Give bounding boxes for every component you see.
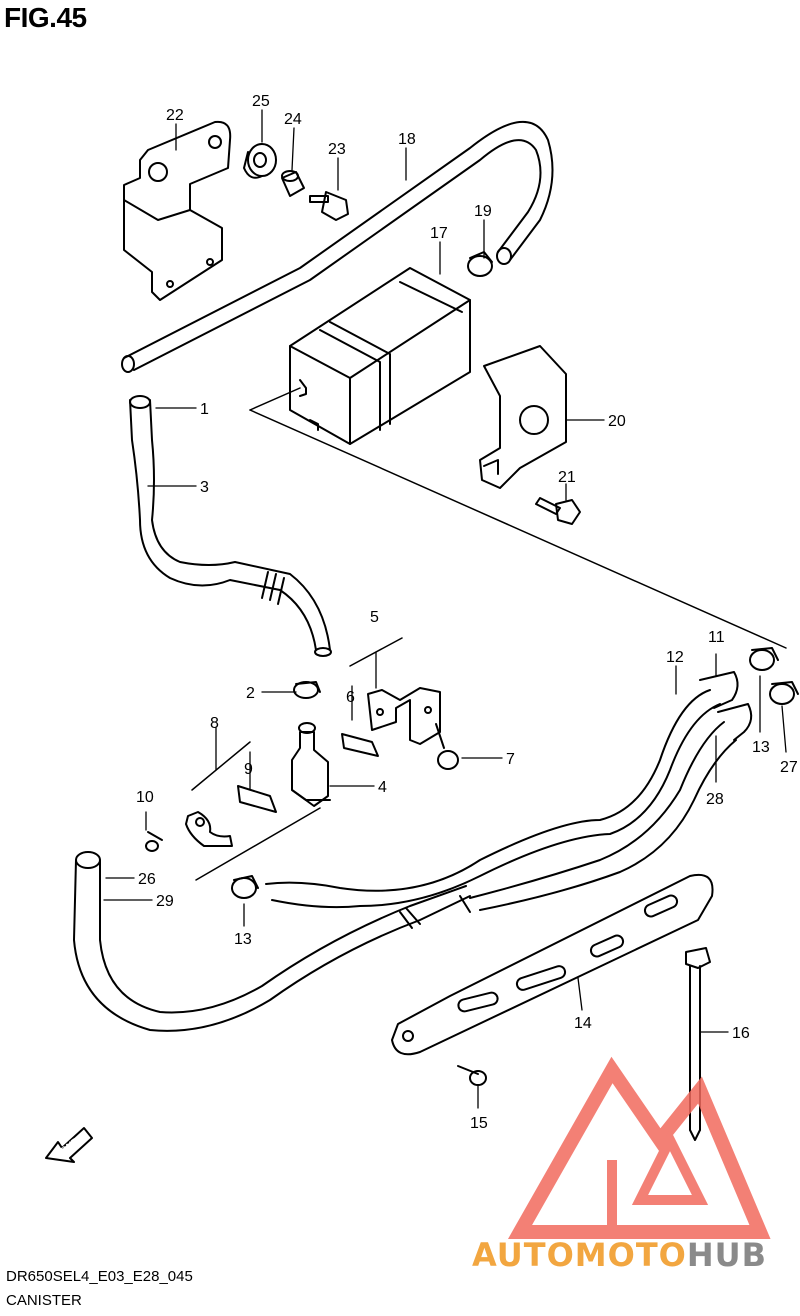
bracket-22 bbox=[123, 120, 232, 301]
bolt-21 bbox=[535, 497, 581, 525]
bracket-5 bbox=[367, 687, 441, 745]
hose-3 bbox=[129, 395, 332, 657]
callout-28: 28 bbox=[706, 791, 724, 808]
bolt-23 bbox=[309, 191, 349, 221]
bolt-7 bbox=[435, 723, 459, 770]
callout-27: 27 bbox=[780, 759, 798, 776]
callout-2: 2 bbox=[246, 685, 255, 702]
bracket-20 bbox=[479, 345, 567, 489]
clamp-8 bbox=[185, 811, 233, 847]
callout-29: 29 bbox=[156, 893, 174, 910]
screw-10 bbox=[145, 831, 163, 852]
callout-26: 26 bbox=[138, 871, 156, 888]
callout-11: 11 bbox=[708, 629, 725, 646]
watermark-text: AUTOMOTOHUB bbox=[472, 1236, 767, 1274]
figure-subtitle: CANISTER bbox=[6, 1292, 82, 1309]
fwd-label: FWD bbox=[57, 1136, 82, 1159]
hose-29 bbox=[73, 851, 471, 1032]
pad-9 bbox=[237, 785, 277, 813]
model-code: DR650SEL4_E03_E28_045 bbox=[6, 1268, 193, 1285]
callout-13-right: 13 bbox=[752, 739, 770, 756]
callout-10: 10 bbox=[136, 789, 154, 806]
watermark-text-moto: MOTO bbox=[574, 1236, 687, 1274]
callout-23: 23 bbox=[328, 141, 346, 158]
callout-18: 18 bbox=[398, 131, 416, 148]
grommet-25 bbox=[243, 143, 277, 179]
collar-24 bbox=[281, 170, 305, 197]
callout-6: 6 bbox=[346, 689, 355, 706]
watermark-text-hub: HUB bbox=[686, 1236, 768, 1274]
fwd-arrow-icon bbox=[45, 1127, 93, 1163]
callout-1: 1 bbox=[200, 401, 209, 418]
callout-4: 4 bbox=[378, 779, 387, 796]
watermark-logo bbox=[507, 1056, 771, 1239]
clamp-13-left bbox=[231, 875, 259, 899]
callout-24: 24 bbox=[284, 111, 302, 128]
clamp-13-right bbox=[749, 647, 779, 671]
callout-12: 12 bbox=[666, 649, 684, 666]
callout-17: 17 bbox=[430, 225, 448, 242]
valve-4 bbox=[291, 722, 331, 807]
callout-5: 5 bbox=[370, 609, 379, 626]
callout-16: 16 bbox=[732, 1025, 750, 1042]
callout-13-left: 13 bbox=[234, 931, 252, 948]
callout-8: 8 bbox=[210, 715, 219, 732]
clamp-27 bbox=[769, 681, 799, 705]
callout-21: 21 bbox=[558, 469, 576, 486]
pad-6 bbox=[341, 733, 379, 757]
clamp-19 bbox=[467, 251, 493, 277]
bracket-14 bbox=[391, 874, 714, 1056]
callout-14: 14 bbox=[574, 1015, 592, 1032]
callout-3: 3 bbox=[200, 479, 209, 496]
hose-18 bbox=[121, 120, 554, 373]
clamp-2 bbox=[293, 681, 321, 699]
callout-9: 9 bbox=[244, 761, 253, 778]
hose-28 bbox=[469, 703, 753, 911]
callout-22: 22 bbox=[166, 107, 184, 124]
callout-25: 25 bbox=[252, 93, 270, 110]
callout-7: 7 bbox=[506, 751, 515, 768]
canister-17 bbox=[289, 267, 471, 445]
screw-15 bbox=[457, 1065, 487, 1086]
watermark-text-auto: AUTO bbox=[472, 1236, 575, 1274]
callout-20: 20 bbox=[608, 413, 626, 430]
callout-15: 15 bbox=[470, 1115, 488, 1132]
hose-12 bbox=[265, 671, 739, 909]
figure-title: FIG.45 bbox=[4, 2, 87, 33]
callout-19: 19 bbox=[474, 203, 492, 220]
